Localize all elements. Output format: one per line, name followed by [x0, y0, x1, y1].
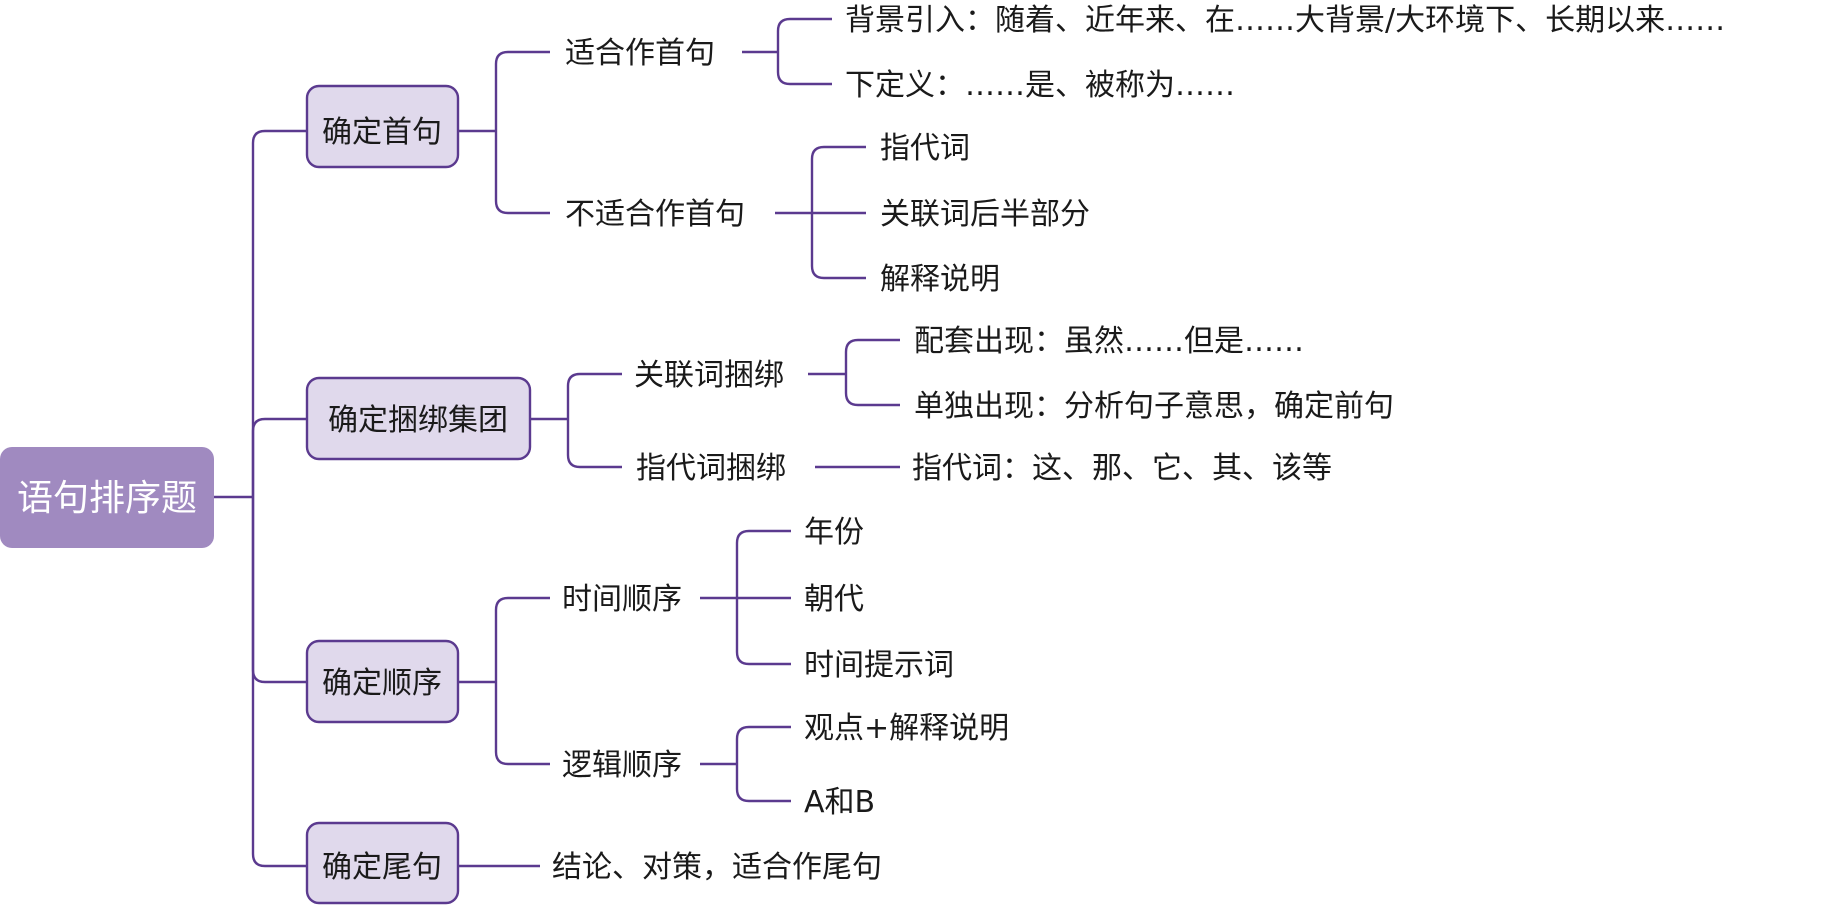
leaf-dynasty[interactable]: 朝代 [804, 582, 864, 617]
conjunction-binding-connector-branch-1 [844, 374, 900, 407]
root-node-box [0, 447, 214, 548]
leaf-conclusion[interactable]: 结论、对策，适合作尾句 [552, 850, 882, 885]
first-sentence-connector-branch-0 [494, 50, 550, 131]
order-connector-branch-1 [494, 682, 550, 766]
subtopic-logic-order[interactable]: 逻辑顺序 [562, 748, 682, 783]
branch-node-order[interactable]: 确定顺序 [305, 639, 460, 724]
branch-box [305, 639, 460, 724]
branch-label: 确定捆绑集团 [328, 403, 508, 438]
subtopic-conjunction-binding[interactable]: 关联词捆绑 [634, 358, 784, 393]
leaf-single-conjunction[interactable]: 单独出现：分析句子意思，确定前句 [914, 389, 1394, 424]
leaf-pronoun-list[interactable]: 指代词：这、那、它、其、该等 [912, 451, 1332, 486]
time-order-connector-branch-0 [735, 529, 791, 598]
branch-node-last-sentence[interactable]: 确定尾句 [305, 821, 460, 905]
unsuitable-first-connector-branch-2 [810, 213, 866, 280]
conjunction-binding-connector-branch-0 [844, 338, 900, 374]
root-connector-branch-3 [251, 497, 307, 868]
leaf-time-hint-words[interactable]: 时间提示词 [804, 648, 954, 683]
binding-group-connector-branch-1 [566, 419, 622, 469]
branch-node-first-sentence[interactable]: 确定首句 [305, 84, 460, 169]
root-node-label: 语句排序题 [17, 478, 197, 519]
branch-label: 确定尾句 [322, 850, 442, 885]
first-sentence-connector-branch-1 [494, 131, 550, 215]
binding-group-connector-branch-0 [566, 372, 622, 419]
leaf-pronoun[interactable]: 指代词 [880, 131, 970, 166]
branch-box [305, 821, 460, 905]
leaf-conjunction-second-half[interactable]: 关联词后半部分 [880, 197, 1090, 232]
subtopic-unsuitable-first[interactable]: 不适合作首句 [565, 197, 745, 232]
suitable-first-connector-branch-1 [776, 52, 832, 86]
root-connector-branch-1 [251, 417, 307, 497]
branch-label: 确定首句 [322, 115, 442, 150]
branch-label: 确定顺序 [322, 666, 442, 701]
subtopic-pronoun-binding[interactable]: 指代词捆绑 [636, 451, 786, 486]
suitable-first-connector-branch-0 [776, 17, 832, 52]
leaf-background-intro[interactable]: 背景引入：随着、近年来、在……大背景/大环境下、长期以来…… [845, 3, 1725, 38]
leaf-a-and-b[interactable]: A和B [804, 785, 875, 820]
branch-box [305, 376, 532, 461]
leaf-year[interactable]: 年份 [804, 515, 864, 550]
leaf-viewpoint-explanation[interactable]: 观点+解释说明 [804, 711, 1009, 746]
leaf-paired-conjunction[interactable]: 配套出现：虽然……但是…… [914, 324, 1304, 359]
connectors [214, 17, 900, 868]
unsuitable-first-connector-branch-0 [810, 145, 866, 213]
subtopic-time-order[interactable]: 时间顺序 [562, 582, 682, 617]
leaf-explanation[interactable]: 解释说明 [880, 262, 1000, 297]
time-order-connector-branch-2 [735, 598, 791, 666]
order-connector-branch-0 [494, 596, 550, 682]
branch-node-binding-group[interactable]: 确定捆绑集团 [305, 376, 532, 461]
root-connector-branch-2 [251, 497, 307, 684]
root-node[interactable]: 语句排序题 [0, 447, 214, 548]
branch-box [305, 84, 460, 169]
root-connector-branch-0 [251, 129, 307, 497]
subtopic-suitable-first[interactable]: 适合作首句 [565, 36, 715, 71]
logic-order-connector-branch-0 [735, 725, 791, 764]
logic-order-connector-branch-1 [735, 764, 791, 803]
leaf-definition[interactable]: 下定义：……是、被称为…… [845, 68, 1235, 103]
